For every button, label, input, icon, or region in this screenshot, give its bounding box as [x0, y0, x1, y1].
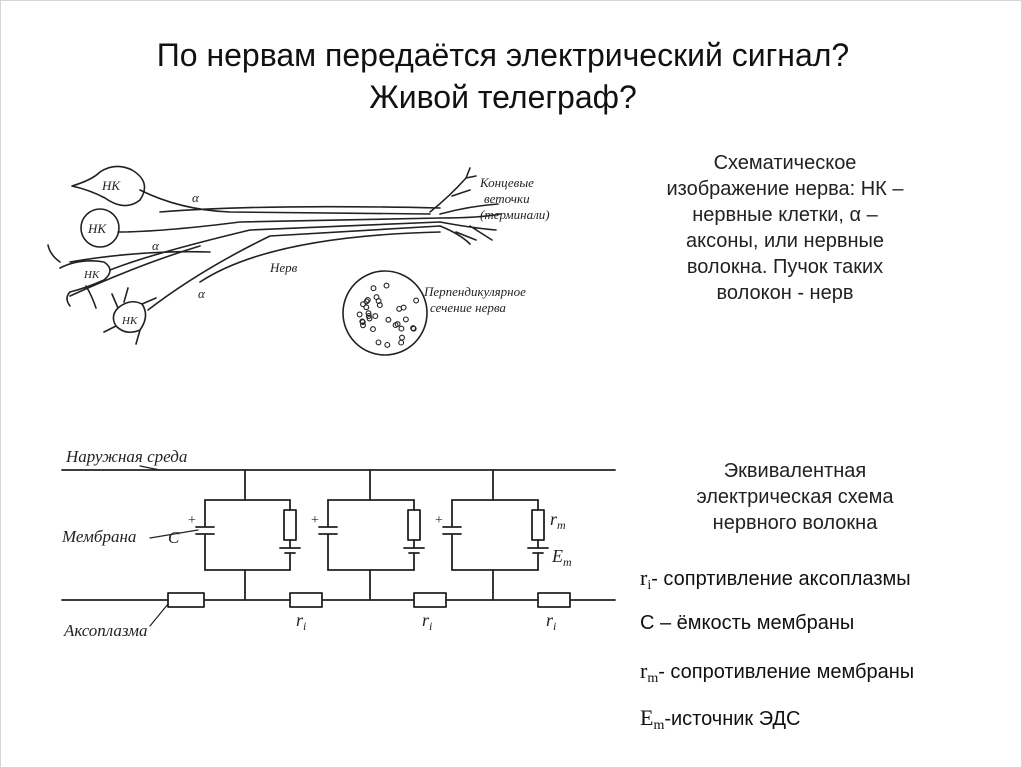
nerve-caption-line: нервные клетки, α –	[692, 204, 878, 226]
circuit-caption: Эквивалентная электрическая схема нервно…	[660, 458, 930, 536]
legend-item-ri: ri- сопртивление аксоплазмы	[640, 565, 911, 593]
nerve-caption-line: аксоны, или нервные	[685, 230, 884, 252]
title-line-1: По нервам передаётся электрический сигна…	[156, 37, 850, 73]
nerve-caption: Схематическое изображение нерва: НК – не…	[630, 150, 940, 306]
legend-item-em: Em-источник ЭДС	[640, 705, 801, 733]
slide-title: По нервам передаётся электрический сигна…	[0, 34, 1006, 118]
title-line-2: Живой телеграф?	[369, 79, 637, 115]
circuit-caption-line: Эквивалентная	[723, 460, 867, 482]
nerve-caption-line: изображение нерва: НК –	[666, 178, 904, 200]
legend-item-rm: rm- сопротивление мембраны	[640, 658, 915, 686]
nerve-caption-line: Схематическое	[713, 152, 857, 174]
legend-item-c: С – ёмкость мембраны	[640, 612, 855, 634]
circuit-caption-line: нервного волокна	[712, 512, 878, 534]
nerve-caption-line: волокна. Пучок таких	[686, 256, 884, 278]
circuit-caption-line: электрическая схема	[696, 486, 894, 508]
nerve-caption-line: волокон - нерв	[716, 282, 854, 304]
